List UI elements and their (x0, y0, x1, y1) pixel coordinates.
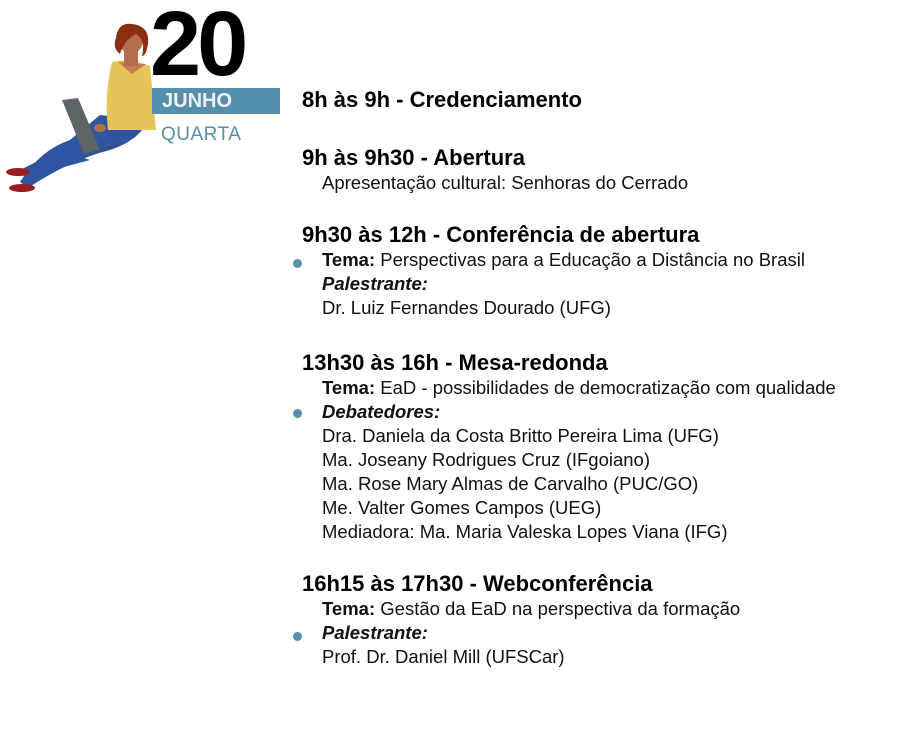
person: Mediadora: Ma. Maria Valeska Lopes Viana… (322, 521, 728, 542)
person: Ma. Rose Mary Almas de Carvalho (PUC/GO) (322, 473, 699, 494)
item-title: 9h às 9h30 - Abertura (302, 145, 525, 170)
schedule-item: 9h às 9h30 - Abertura Apresentação cultu… (302, 145, 688, 195)
bullet-icon (293, 409, 302, 418)
schedule-item: 9h30 às 12h - Conferência de abertura Te… (302, 222, 805, 320)
date-day: 20 (150, 0, 248, 95)
item-line: Apresentação cultural: Senhoras do Cerra… (322, 172, 689, 193)
item-title: 13h30 às 16h - Mesa-redonda (302, 350, 608, 375)
tema-label: Tema: (322, 598, 376, 619)
tema-label: Tema: (322, 377, 376, 398)
tema-text: EaD - possibilidades de democratização c… (380, 377, 836, 398)
item-title: 16h15 às 17h30 - Webconferência (302, 571, 653, 596)
bullet-icon (293, 259, 302, 268)
person: Ma. Joseany Rodrigues Cruz (IFgoiano) (322, 449, 651, 470)
bullet-icon (293, 632, 302, 641)
role-label: Debatedores: (322, 401, 441, 422)
person: Me. Valter Gomes Campos (UEG) (322, 497, 602, 518)
schedule-item: 13h30 às 16h - Mesa-redonda Tema: EaD - … (302, 350, 836, 544)
tema-label: Tema: (322, 249, 376, 270)
item-title: 9h30 às 12h - Conferência de abertura (302, 222, 700, 247)
role-label: Palestrante: (322, 622, 428, 643)
date-month: JUNHO (152, 88, 280, 114)
item-title: 8h às 9h - Credenciamento (302, 87, 582, 112)
role-label: Palestrante: (322, 273, 428, 294)
person: Dr. Luiz Fernandes Dourado (UFG) (322, 297, 611, 318)
person: Dra. Daniela da Costa Britto Pereira Lim… (322, 425, 719, 446)
schedule-item: 8h às 9h - Credenciamento (302, 87, 582, 113)
tema-text: Gestão da EaD na perspectiva da formação (380, 598, 741, 619)
person: Prof. Dr. Daniel Mill (UFSCar) (322, 646, 565, 667)
schedule-item: 16h15 às 17h30 - Webconferência Tema: Ge… (302, 571, 740, 669)
date-weekday: QUARTA (161, 124, 242, 145)
tema-text: Perspectivas para a Educação a Distância… (380, 249, 805, 270)
woman-with-laptop-illustration (6, 23, 156, 192)
